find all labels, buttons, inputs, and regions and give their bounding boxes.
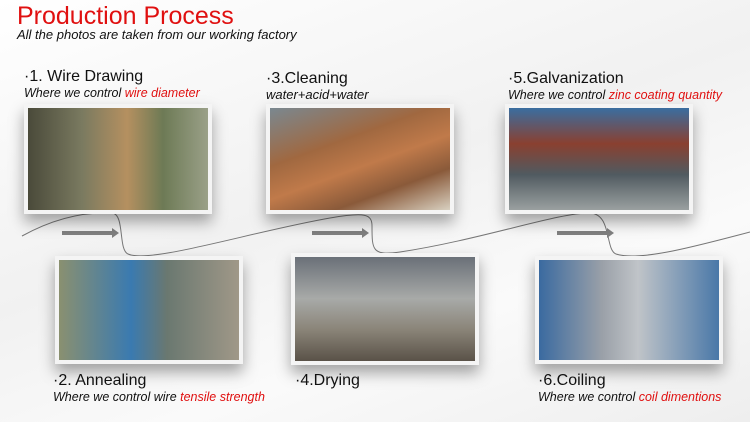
wire-drawing-photo [24,104,212,214]
cleaning-photo [266,104,454,214]
step-subtitle: Where we control wire tensile strength [53,390,265,404]
step-annealing: ·2. Annealing Where we control wire tens… [53,372,265,404]
step-title: ·1. Wire Drawing [24,68,144,85]
page-title: Production Process [17,2,234,30]
step-subtitle: Where we control coil dimentions [538,390,721,404]
step-drying: ·4.Drying [295,372,360,390]
step-subtitle: Where we control wire diameter [24,86,200,100]
subtitle-highlight: wire diameter [124,86,200,100]
step-galvanization: ·5.Galvanization Where we control zinc c… [508,70,722,102]
subtitle-highlight: zinc coating quantity [608,88,722,102]
coiling-photo [535,256,723,364]
step-title: ·3.Cleaning [266,70,348,87]
subtitle-highlight: tensile strength [180,390,265,404]
flow-line [21,212,750,257]
step-title: ·2. Annealing [53,372,147,389]
step-cleaning: ·3.Cleaning water+acid+water [266,70,369,102]
arrow-icon [62,228,119,238]
step-wire-drawing: ·1. Wire Drawing Where we control wire d… [24,68,200,100]
step-title: ·5.Galvanization [508,70,624,87]
drying-photo [291,253,479,365]
subtitle-text: Where we control [508,88,609,102]
step-coiling: ·6.Coiling Where we control coil dimenti… [538,372,721,404]
subtitle-text: Where we control wire [53,390,181,404]
step-title: ·6.Coiling [538,372,606,389]
subtitle-text: water+acid+water [266,87,369,102]
page-subtitle: All the photos are taken from our workin… [17,27,297,42]
arrow-icon [312,228,369,238]
subtitle-highlight: coil dimentions [638,390,722,404]
step-title: ·4.Drying [295,372,360,389]
galvanization-photo [505,104,693,214]
subtitle-text: Where we control [24,86,125,100]
step-subtitle: Where we control zinc coating quantity [508,88,722,102]
step-subtitle: water+acid+water [266,88,369,102]
annealing-photo [55,256,243,364]
subtitle-text: Where we control [538,390,639,404]
arrow-icon [557,228,614,238]
